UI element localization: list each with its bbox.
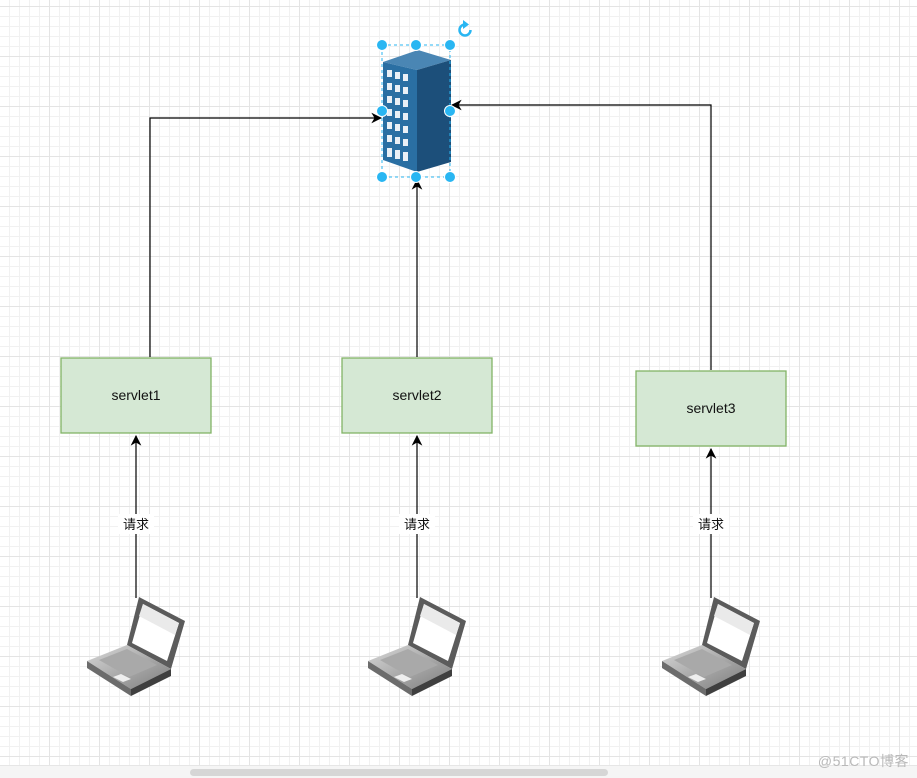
servlet3-label: servlet3 <box>686 400 735 416</box>
rotate-handle-icon[interactable] <box>458 20 472 37</box>
resize-handle-se[interactable] <box>444 171 456 183</box>
edge-client2-to-servlet2[interactable]: 请求 <box>399 434 435 598</box>
edge-label-request: 请求 <box>123 517 149 532</box>
servlet3-node[interactable]: servlet3 <box>635 370 787 447</box>
resize-handle-sw[interactable] <box>376 171 388 183</box>
edge-servlet3-to-server[interactable] <box>450 99 712 370</box>
edge-client1-to-servlet1[interactable]: 请求 <box>118 434 154 598</box>
resize-handle-w[interactable] <box>376 105 388 117</box>
servlet2-label: servlet2 <box>392 387 441 403</box>
resize-handle-ne[interactable] <box>444 39 456 51</box>
resize-handle-s[interactable] <box>410 171 422 183</box>
edge-servlet1-to-server[interactable] <box>149 112 383 357</box>
resize-handle-nw[interactable] <box>376 39 388 51</box>
laptop-icon[interactable] <box>87 597 185 696</box>
resize-handle-n[interactable] <box>410 39 422 51</box>
servlet1-label: servlet1 <box>111 387 160 403</box>
resize-handle-e[interactable] <box>444 105 456 117</box>
edge-client3-to-servlet3[interactable]: 请求 <box>693 447 729 598</box>
horizontal-scrollbar[interactable] <box>0 765 917 778</box>
resize-handles[interactable] <box>376 39 456 183</box>
watermark: @51CTO博客 <box>817 753 909 769</box>
servlet2-node[interactable]: servlet2 <box>341 357 493 434</box>
laptop-icon[interactable] <box>368 597 466 696</box>
office-building-icon[interactable] <box>383 50 451 172</box>
edge-label-request: 请求 <box>698 517 724 532</box>
edge-label-request: 请求 <box>404 517 430 532</box>
servlet1-node[interactable]: servlet1 <box>60 357 212 434</box>
laptop-icon[interactable] <box>662 597 760 696</box>
scrollbar-thumb[interactable] <box>190 769 608 776</box>
